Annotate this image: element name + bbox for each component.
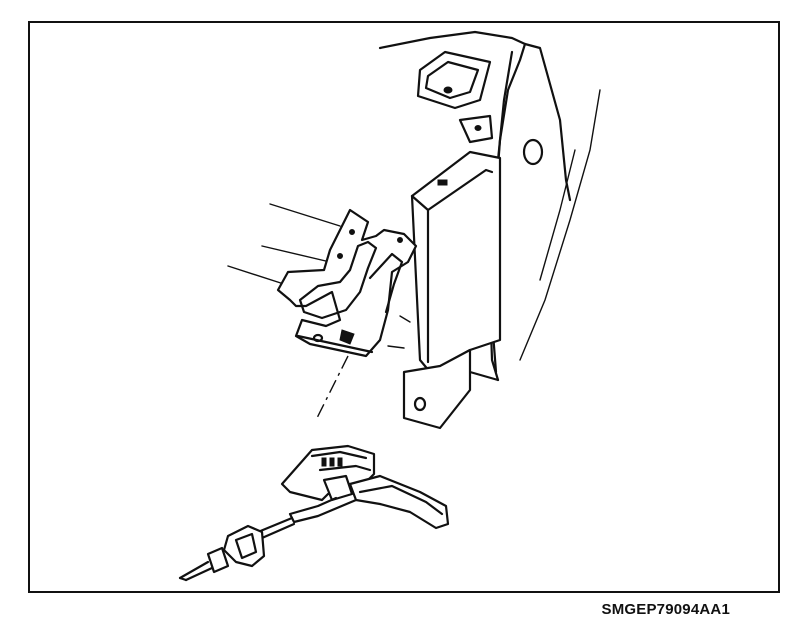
mounting-panel [402, 150, 502, 430]
switch-bracket [276, 208, 418, 358]
upper-mount-bracket [416, 50, 494, 144]
figure-code: SMGEP79094AA1 [601, 601, 730, 618]
switch-plunger [178, 516, 296, 582]
alignment-line [315, 355, 349, 421]
body-hole [522, 138, 544, 166]
door-switch [280, 444, 450, 530]
leader-lines [227, 203, 411, 349]
body-panel [378, 30, 601, 382]
